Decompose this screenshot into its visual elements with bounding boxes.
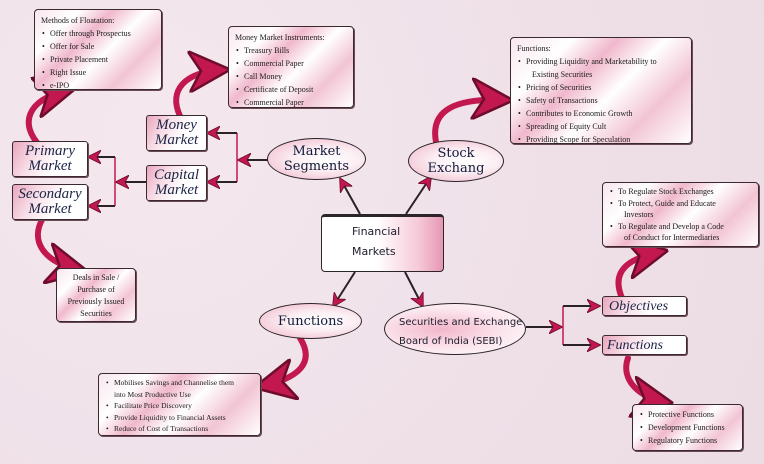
secondary-market-note-card: Deals in Sale / Purchase of Previously I…: [56, 268, 136, 322]
curved-arrow-secondary-to-deals: [35, 215, 80, 270]
primary-market-box[interactable]: Primary Market: [12, 141, 88, 177]
list-item: Right Issue: [41, 66, 155, 79]
arrow-center-to-market-segments: [341, 180, 361, 215]
list-item: Mobilises Savings and Channelise themint…: [105, 377, 254, 400]
curved-arrow-stock-to-functions: [432, 100, 505, 145]
stock-exchange-functions-heading: Functions:: [517, 44, 551, 53]
curved-arrow-primary-to-floatation: [25, 90, 68, 149]
list-item: Development Functions: [639, 421, 736, 434]
arrow-center-to-stock-exchange: [405, 178, 430, 215]
list-item: Protective Functions: [639, 408, 736, 421]
sebi-objectives-list: To Regulate Stock Exchanges To Protect, …: [609, 186, 752, 244]
list-item: Reduce of Cost of Transactions: [105, 423, 254, 435]
money-market-box[interactable]: Money Market: [146, 115, 207, 151]
financial-market-functions-list: Mobilises Savings and Channelise themint…: [105, 377, 254, 435]
list-item: Certificate of Deposit: [235, 83, 347, 96]
functions-node[interactable]: Functions: [259, 303, 362, 339]
list-item: Commercial Paper: [235, 57, 347, 70]
arrow-center-to-sebi: [404, 271, 422, 305]
curved-arrow-functions-to-list: [262, 335, 309, 386]
sebi-functions-card: Protective Functions Development Functio…: [632, 404, 743, 451]
methods-of-floatation-heading: Methods of Floatation:: [41, 16, 115, 25]
sebi-objectives-card: To Regulate Stock Exchanges To Protect, …: [602, 182, 759, 247]
curved-arrow-money-to-instruments: [173, 70, 222, 119]
sebi-objectives-box[interactable]: Objectives: [602, 296, 687, 316]
list-item: e-IPO: [41, 79, 155, 92]
financial-market-functions-card: Mobilises Savings and Channelise themint…: [98, 373, 261, 436]
methods-of-floatation-list: Offer through Prospectus Offer for Sale …: [41, 27, 155, 92]
money-market-instruments-card: Money Market Instruments: Treasury Bills…: [228, 26, 354, 109]
list-item: Pricing of Securities: [517, 81, 685, 94]
list-item: Safety of Transactions: [517, 94, 685, 107]
arrow-center-to-functions: [334, 271, 356, 305]
list-item: Contributes to Economic Growth: [517, 107, 685, 120]
list-item: Providing Liquidity and Marketability to…: [517, 55, 685, 81]
list-item: Provide Liquidity to Financial Assets: [105, 412, 254, 424]
list-item: Call Money: [235, 70, 347, 83]
list-item: Commercial Paper: [235, 96, 347, 109]
list-item: To Regulate Stock Exchanges: [609, 186, 752, 198]
sebi-functions-box[interactable]: Functions: [602, 335, 687, 355]
curved-arrow-objectives-to-list: [615, 252, 660, 301]
money-market-instruments-list: Treasury Bills Commercial Paper Call Mon…: [235, 44, 347, 109]
methods-of-floatation-card: Methods of Floatation: Offer through Pro…: [34, 9, 162, 92]
secondary-market-box[interactable]: Secondary Market: [12, 184, 88, 220]
stock-exchange-node[interactable]: Stock Exchang: [408, 140, 504, 182]
sebi-functions-list: Protective Functions Development Functio…: [639, 408, 736, 447]
list-item: Facilitate Price Discovery: [105, 400, 254, 412]
capital-market-box[interactable]: Capital Market: [146, 165, 207, 201]
list-item: Spreading of Equity Cult: [517, 120, 685, 133]
list-item: Treasury Bills: [235, 44, 347, 57]
curved-arrow-sebifunctions-to-list: [623, 355, 665, 402]
list-item: Offer through Prospectus: [41, 27, 155, 40]
financial-markets-center-node[interactable]: Financial Markets: [321, 214, 444, 272]
stock-exchange-functions-list: Providing Liquidity and Marketability to…: [517, 55, 685, 146]
money-market-instruments-heading: Money Market Instruments:: [235, 33, 325, 42]
list-item: Private Placement: [41, 53, 155, 66]
list-item: Offer for Sale: [41, 40, 155, 53]
list-item: Regulatory Functions: [639, 434, 736, 447]
list-item: Providing Scope for Speculation: [517, 133, 685, 146]
stock-exchange-functions-card: Functions: Providing Liquidity and Marke…: [510, 37, 692, 146]
sebi-node[interactable]: Securities and Exchange Board of India (…: [384, 303, 526, 355]
market-segments-node[interactable]: Market Segments: [267, 138, 366, 180]
